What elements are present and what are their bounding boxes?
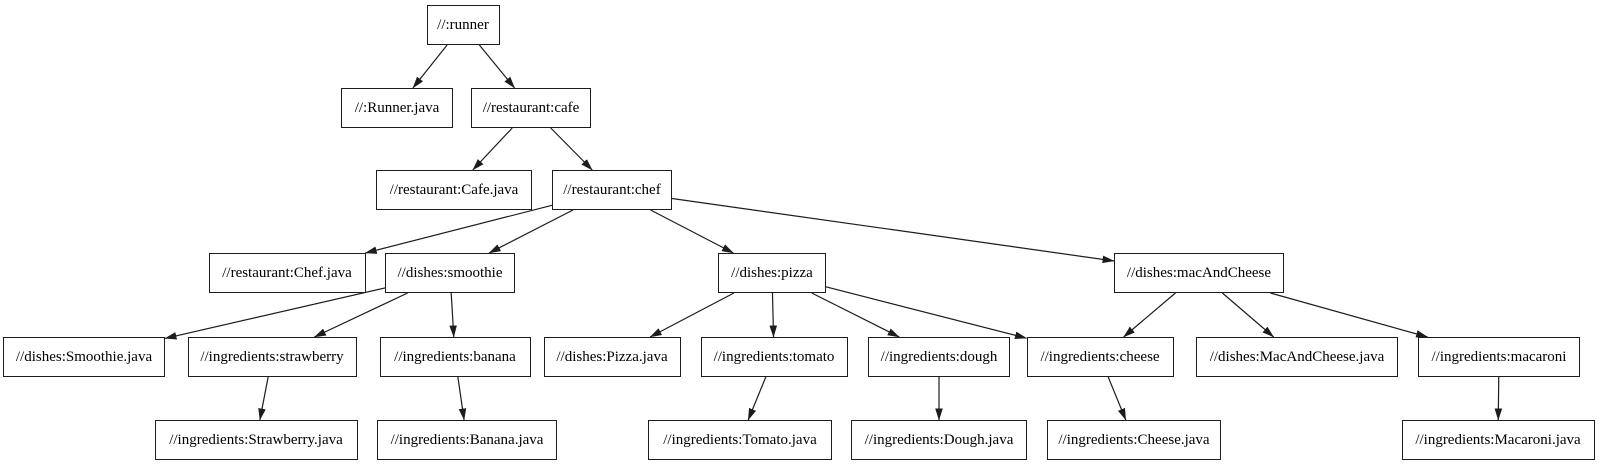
graph-node-pizza-java: //dishes:Pizza.java: [543, 337, 681, 377]
graph-node-runner: //:runner: [426, 5, 500, 45]
graph-node-banana: //ingredients:banana: [379, 337, 531, 377]
graph-edge-smoothie-to-smoothie-java: [164, 287, 386, 340]
graph-edge-chef-to-smoothie: [488, 209, 574, 254]
graph-node-cafe-java: //restaurant:Cafe.java: [376, 170, 532, 210]
graph-edge-macandcheese-to-cheese: [1123, 292, 1176, 338]
graph-edge-banana-to-banana-java: [457, 376, 467, 421]
graph-edge-cheese-to-cheese-java: [1107, 376, 1127, 421]
graph-node-macandcheese: //dishes:macAndCheese: [1114, 253, 1284, 293]
graph-node-dough: //ingredients:dough: [868, 337, 1010, 377]
graph-node-macaroni: //ingredients:macaroni: [1418, 337, 1580, 377]
graph-node-cafe: //restaurant:cafe: [471, 88, 591, 128]
graph-edge-chef-to-pizza: [650, 209, 734, 254]
graph-node-tomato-java: //ingredients:Tomato.java: [648, 420, 832, 460]
graph-node-pizza: //dishes:pizza: [718, 253, 826, 293]
graph-edge-runner-to-runner-java: [412, 44, 448, 89]
graph-node-macandcheese-java: //dishes:MacAndCheese.java: [1196, 337, 1398, 377]
graph-node-tomato: //ingredients:tomato: [700, 337, 848, 377]
graph-node-strawberry: //ingredients:strawberry: [187, 337, 357, 377]
graph-edge-cafe-to-chef: [550, 127, 593, 171]
graph-node-chef: //restaurant:chef: [552, 170, 672, 210]
graph-node-cheese-java: //ingredients:Cheese.java: [1047, 420, 1221, 460]
graph-edge-macaroni-to-macaroni-java: [1494, 376, 1503, 421]
graph-node-runner-java: //:Runner.java: [341, 88, 453, 128]
graph-node-macaroni-java: //ingredients:Macaroni.java: [1401, 420, 1595, 460]
graph-node-smoothie-java: //dishes:Smoothie.java: [3, 337, 165, 377]
graph-edge-runner-to-cafe: [478, 44, 516, 89]
graph-node-banana-java: //ingredients:Banana.java: [377, 420, 557, 460]
graph-edge-chef-to-macandcheese: [671, 197, 1115, 264]
graph-edge-smoothie-to-strawberry: [313, 292, 408, 338]
graph-edge-cafe-to-cafe-java: [472, 127, 513, 171]
graph-edge-strawberry-to-strawberry-java: [258, 376, 269, 421]
graph-node-cheese: //ingredients:cheese: [1026, 337, 1174, 377]
graph-node-dough-java: //ingredients:Dough.java: [851, 420, 1027, 460]
graph-edge-macandcheese-to-macandcheese-java: [1221, 292, 1275, 338]
graph-edge-pizza-to-dough: [811, 292, 900, 338]
graph-edge-tomato-to-tomato-java: [747, 376, 767, 421]
graph-edge-pizza-to-cheese: [825, 286, 1027, 340]
graph-node-strawberry-java: //ingredients:Strawberry.java: [154, 420, 358, 460]
graph-edge-pizza-to-tomato: [769, 292, 778, 338]
graph-edge-chef-to-chef-java: [364, 204, 553, 254]
graph-node-chef-java: //restaurant:Chef.java: [208, 253, 366, 293]
graph-node-smoothie: //dishes:smoothie: [385, 253, 515, 293]
graph-edge-macandcheese-to-macaroni: [1270, 292, 1429, 338]
graph-edge-pizza-to-pizza-java: [649, 292, 735, 338]
graph-edge-smoothie-to-banana: [449, 292, 457, 338]
